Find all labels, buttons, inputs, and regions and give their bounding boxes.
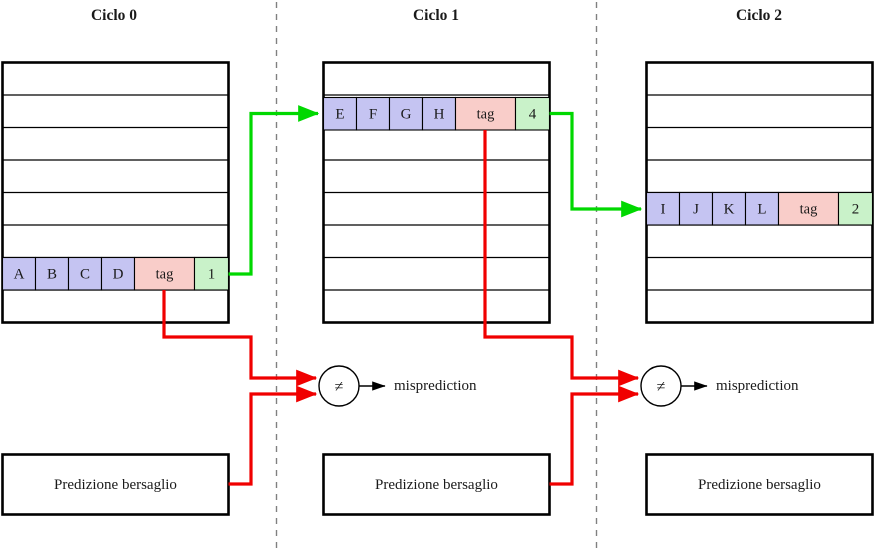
not-equal-icon: ≠ (657, 379, 666, 396)
cycle-title-1: Ciclo 1 (413, 7, 459, 24)
cycle-title-0: Ciclo 0 (91, 7, 137, 24)
instruction-label: K (724, 202, 735, 218)
instruction-cell (355, 96, 391, 131)
predictor-box-2: Predizione bersaglio (645, 453, 874, 516)
tag-cell (133, 256, 196, 291)
tag-label: tag (477, 107, 495, 123)
not-equal-icon: ≠ (335, 379, 344, 396)
misprediction-label-1: misprediction (716, 378, 799, 394)
misprediction-label-0: misprediction (394, 378, 477, 394)
tag-wire-0 (162, 290, 318, 387)
target-label: 4 (529, 107, 537, 123)
fetch-wire-1-to-2 (549, 111, 643, 218)
instruction-label: F (369, 107, 377, 123)
fetch-wire-0-to-1 (228, 105, 320, 276)
target-cell (514, 96, 551, 131)
instruction-label: L (757, 202, 766, 218)
btb-entry-0: A B C D tag 1 (1, 256, 230, 291)
instruction-cell (100, 256, 136, 291)
tag-label: tag (800, 202, 818, 218)
instruction-label: E (335, 107, 344, 123)
instruction-label: I (661, 202, 666, 218)
prediction-wire-0 (228, 385, 318, 486)
tag-label: tag (156, 267, 174, 283)
instruction-cell (388, 96, 424, 131)
instruction-cell (322, 96, 358, 131)
cycle-title-2: Ciclo 2 (736, 7, 782, 24)
comparator-0: ≠ (318, 365, 360, 407)
prediction-wire-1 (549, 385, 640, 486)
btb-entry-1: E F G H tag 4 (322, 96, 551, 131)
instruction-cell (67, 256, 103, 291)
tag-cell (777, 191, 840, 226)
predictor-box-0: Predizione bersaglio (1, 453, 230, 516)
instruction-label: A (14, 267, 25, 283)
btb-entry-2: I J K L tag 2 (645, 191, 874, 226)
target-cell (837, 191, 874, 226)
instruction-label: H (434, 107, 445, 123)
instruction-cell (421, 96, 457, 131)
instruction-cell (744, 191, 780, 226)
instruction-label: D (113, 267, 124, 283)
predictor-label: Predizione bersaglio (375, 477, 498, 493)
instruction-label: G (401, 107, 412, 123)
instruction-label: J (693, 202, 699, 218)
tag-wire-1 (483, 130, 640, 387)
comparator-1: ≠ (640, 365, 682, 407)
target-label: 2 (852, 202, 860, 218)
instruction-cell (711, 191, 747, 226)
predictor-label: Predizione bersaglio (54, 477, 177, 493)
instruction-cell (1, 256, 37, 291)
instruction-label: B (47, 267, 57, 283)
instruction-cell (34, 256, 70, 291)
predictor-label: Predizione bersaglio (698, 477, 821, 493)
instruction-cell (678, 191, 714, 226)
predictor-box-1: Predizione bersaglio (322, 453, 551, 516)
target-label: 1 (208, 267, 216, 283)
instruction-label: C (80, 267, 90, 283)
